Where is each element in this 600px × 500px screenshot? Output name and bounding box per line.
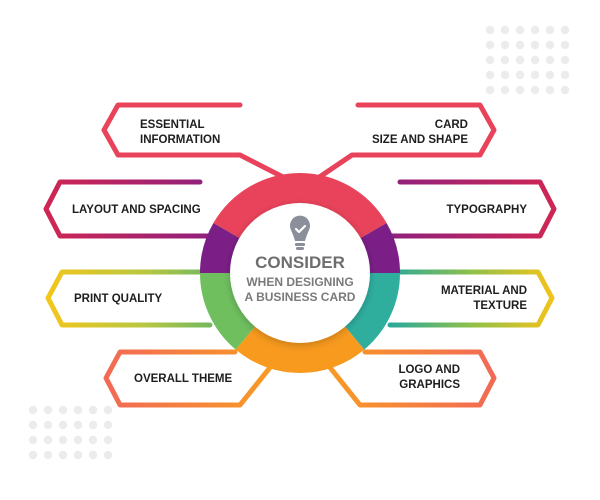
decorative-dot	[485, 55, 495, 65]
label-line: MATERIAL AND	[441, 285, 527, 297]
connector-lines	[43, 102, 557, 408]
decorative-dot	[545, 25, 555, 35]
decorative-dot	[73, 435, 83, 445]
decorative-dot	[545, 55, 555, 65]
decorative-dot-grid-bottom-left	[28, 405, 113, 460]
label-logo-and-graphics: LOGO AND GRAPHICS	[398, 364, 460, 391]
connector-essential-information	[101, 102, 288, 181]
label-layout-and-spacing: LAYOUT AND SPACING	[72, 204, 201, 216]
decorative-dot	[88, 450, 98, 460]
decorative-dot	[500, 25, 510, 35]
connector-logo-and-graphics	[325, 349, 497, 408]
label-card-size-and-shape: CARD SIZE AND SHAPE	[372, 119, 468, 146]
decorative-dot	[560, 40, 570, 50]
label-material-and-texture: MATERIAL AND TEXTURE	[441, 285, 527, 312]
decorative-dot	[500, 40, 510, 50]
label-line: LOGO AND	[398, 364, 460, 376]
ring-segment-orange	[235, 323, 365, 373]
decorative-dot	[485, 85, 495, 95]
decorative-dot	[73, 450, 83, 460]
label-line: SIZE AND SHAPE	[372, 134, 468, 146]
decorative-dot	[515, 55, 525, 65]
center-circle	[230, 203, 370, 343]
decorative-dot	[485, 25, 495, 35]
connector-card-size-and-shape	[315, 102, 497, 181]
decorative-dot	[530, 70, 540, 80]
decorative-dot	[515, 85, 525, 95]
decorative-dot	[58, 405, 68, 415]
label-typography: TYPOGRAPHY	[446, 204, 527, 216]
decorative-dot	[545, 85, 555, 95]
decorative-dot	[485, 40, 495, 50]
label-line: OVERALL THEME	[134, 373, 233, 385]
decorative-dot	[515, 40, 525, 50]
decorative-dot	[73, 405, 83, 415]
decorative-dot	[73, 420, 83, 430]
label-line: CARD	[435, 119, 468, 131]
connector-material-and-texture	[387, 269, 555, 328]
decorative-dot	[58, 435, 68, 445]
decorative-dot	[515, 70, 525, 80]
decorative-dot	[28, 435, 38, 445]
decorative-dot	[545, 70, 555, 80]
decorative-dot	[560, 85, 570, 95]
label-line: GRAPHICS	[399, 379, 460, 391]
decorative-dot	[500, 55, 510, 65]
decorative-dot	[530, 85, 540, 95]
decorative-dot	[43, 450, 53, 460]
ring-segment-teal-right	[342, 273, 400, 350]
connector-overall-theme	[103, 349, 275, 408]
connector-print-quality	[45, 269, 213, 328]
decorative-dot	[28, 450, 38, 460]
lightbulb-check-icon	[290, 215, 310, 250]
label-line: INFORMATION	[140, 134, 220, 146]
ring-segment-green-left	[200, 273, 258, 350]
connector-layout-and-spacing	[43, 179, 228, 239]
decorative-dot	[58, 450, 68, 460]
decorative-dot	[43, 420, 53, 430]
decorative-dot	[88, 420, 98, 430]
decorative-dot	[500, 85, 510, 95]
center-ring	[200, 173, 400, 373]
decorative-dot	[560, 25, 570, 35]
decorative-dot	[485, 70, 495, 80]
decorative-dot-grid-top-right	[485, 25, 570, 95]
decorative-dot	[560, 55, 570, 65]
label-line: TEXTURE	[473, 300, 527, 312]
connector-typography	[372, 179, 557, 239]
decorative-dot	[530, 55, 540, 65]
label-essential-information: ESSENTIAL INFORMATION	[140, 119, 220, 146]
decorative-dot	[28, 405, 38, 415]
decorative-dot	[530, 40, 540, 50]
center-subtitle-line-1: WHEN DESIGNING	[246, 275, 353, 289]
decorative-dot	[43, 435, 53, 445]
label-print-quality: PRINT QUALITY	[74, 293, 162, 305]
decorative-dot	[58, 420, 68, 430]
center-title: CONSIDER	[255, 253, 345, 272]
decorative-dot	[500, 70, 510, 80]
center-subtitle-line-2: A BUSINESS CARD	[245, 290, 356, 304]
label-line: TYPOGRAPHY	[446, 204, 527, 216]
decorative-dot	[103, 405, 113, 415]
label-overall-theme: OVERALL THEME	[134, 373, 233, 385]
decorative-dot	[103, 435, 113, 445]
decorative-dot	[515, 25, 525, 35]
decorative-dot	[545, 40, 555, 50]
label-line: PRINT QUALITY	[74, 293, 162, 305]
label-line: LAYOUT AND SPACING	[72, 204, 201, 216]
decorative-dot	[88, 435, 98, 445]
decorative-dot	[103, 450, 113, 460]
label-line: ESSENTIAL	[140, 119, 205, 131]
decorative-dot	[560, 70, 570, 80]
decorative-dot	[43, 405, 53, 415]
decorative-dot	[88, 405, 98, 415]
decorative-dot	[530, 25, 540, 35]
decorative-dot	[103, 420, 113, 430]
decorative-dot	[28, 420, 38, 430]
